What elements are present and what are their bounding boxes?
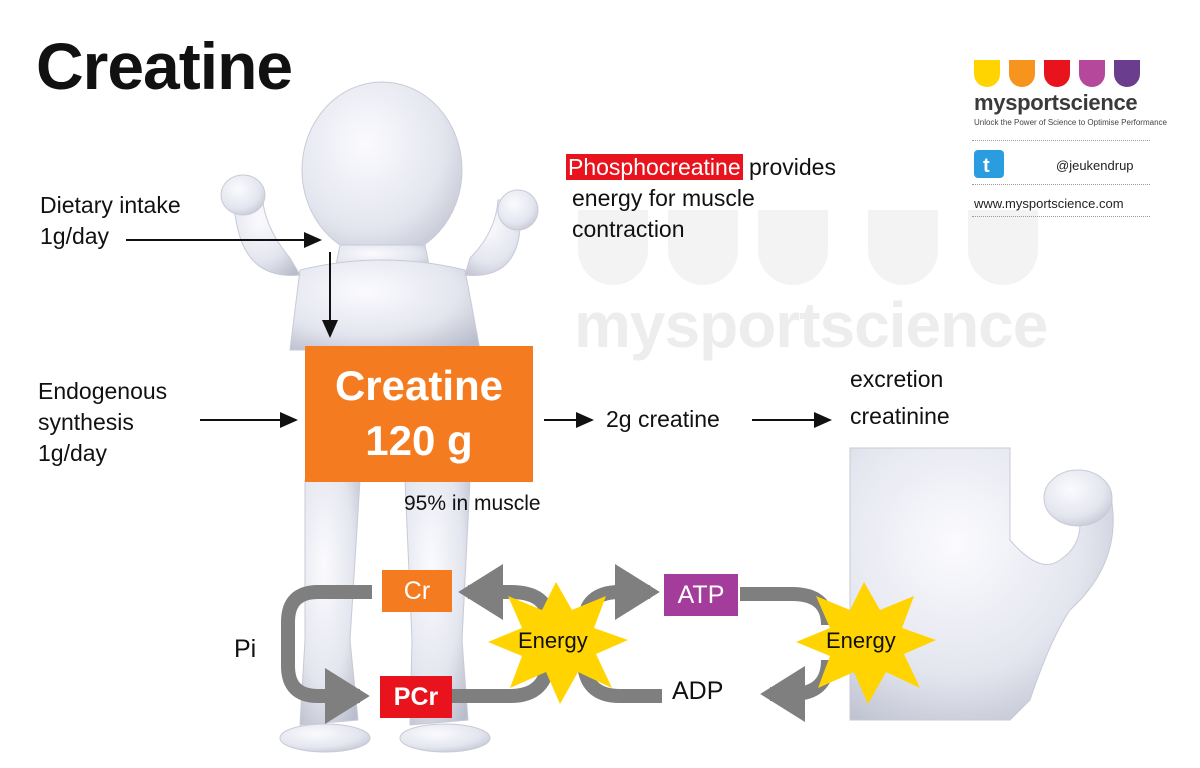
excretion-line1: excretion — [850, 366, 944, 392]
watermark-drops — [578, 210, 1038, 285]
flow-arrows — [126, 232, 832, 428]
figure-right — [849, 447, 1114, 721]
twitter-handle: @jeukendrup — [1056, 158, 1134, 173]
arrow-energy-to-adp — [760, 659, 835, 722]
energy-label-2: Energy — [826, 628, 896, 653]
logo-tagline: Unlock the Power of Science to Optimise … — [974, 118, 1167, 127]
dietary-line1: Dietary intake — [40, 192, 181, 218]
logo-name: mysportscience — [974, 90, 1138, 115]
creatine-pool-box: Creatine 120 g — [305, 346, 533, 482]
phospho-line3: contraction — [572, 216, 685, 242]
phospho-rest1: provides — [742, 154, 836, 180]
endogenous-label: Endogenous synthesis 1g/day — [38, 376, 167, 469]
svg-text:t: t — [983, 155, 990, 177]
website-link[interactable]: www.mysportscience.com — [974, 196, 1124, 211]
twitter-icon: t — [974, 150, 1004, 178]
cr-box: Cr — [382, 570, 452, 612]
logo-drops — [974, 60, 1140, 87]
dietary-intake-label: Dietary intake 1g/day — [40, 190, 181, 252]
dietary-line2: 1g/day — [40, 223, 110, 249]
energy-star-1 — [488, 582, 628, 704]
excretion-label: excretion creatinine — [850, 364, 950, 432]
logo-divider-3 — [972, 216, 1150, 217]
excretion-line2: creatinine — [850, 403, 950, 429]
energy-label-1: Energy — [518, 628, 588, 653]
atp-box: ATP — [664, 574, 738, 616]
endogenous-line1: Endogenous — [38, 378, 168, 404]
phospho-line2: energy for muscle — [572, 185, 755, 211]
energy-star-2 — [796, 582, 936, 704]
creatine-box-line2: 120 g — [365, 417, 473, 464]
pi-label: Pi — [234, 635, 257, 663]
muscle-note: 95% in muscle — [404, 492, 541, 515]
phosphocreatine-highlight: Phosphocreatine — [566, 154, 743, 180]
phosphocreatine-note: Phosphocreatine provides energy for musc… — [566, 152, 836, 245]
endogenous-line2: synthesis — [38, 409, 134, 435]
logo-divider-1 — [972, 140, 1150, 141]
watermark-text: mysportscience — [574, 289, 1048, 361]
creatine-2g-label: 2g creatine — [606, 406, 720, 432]
endogenous-line3: 1g/day — [38, 440, 108, 466]
adp-label: ADP — [672, 677, 724, 705]
arrow-atp-to-energy — [740, 587, 835, 626]
page-title: Creatine — [36, 29, 293, 103]
pcr-box: PCr — [380, 676, 452, 718]
arrow-cr-to-pcr — [281, 585, 372, 724]
logo-divider-2 — [972, 184, 1150, 185]
creatine-box-line1: Creatine — [334, 362, 504, 409]
